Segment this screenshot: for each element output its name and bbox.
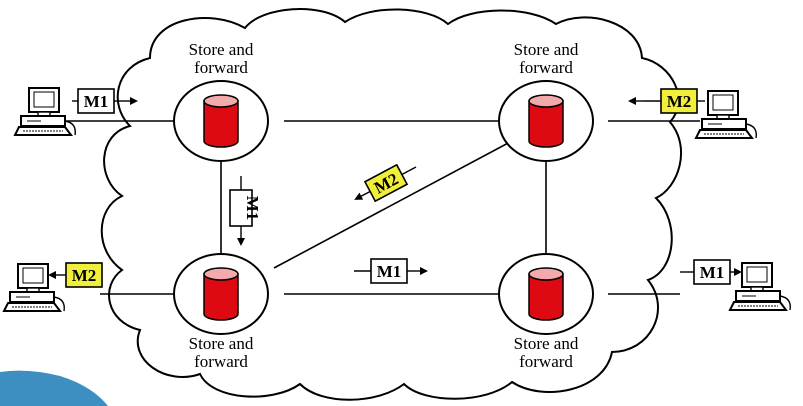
computer-bottom-left [2, 263, 65, 312]
arrow-right-icon [734, 268, 742, 276]
node-label-line1: Store and [514, 40, 579, 59]
corner-band [0, 370, 108, 406]
desktop-computer-icon [694, 90, 757, 139]
arrow-left-icon [354, 192, 364, 200]
svg-text:M2: M2 [667, 92, 692, 111]
message-m1-across: M1 [354, 258, 428, 284]
link-bottom-left-to-top-right [273, 141, 511, 269]
arrow-left-icon [628, 97, 636, 105]
storage-cylinder-icon [203, 94, 239, 148]
node-label-line2: forward [519, 352, 573, 371]
desktop-computer-icon [728, 262, 791, 311]
arrow-right-icon [420, 267, 428, 275]
svg-text:M1: M1 [243, 196, 262, 221]
message-m1-down: M1 [229, 176, 262, 246]
message-m1-exit: M1 [680, 259, 742, 285]
svg-text:M1: M1 [84, 92, 109, 111]
node-label-line1: Store and [189, 40, 254, 59]
message-m2-entry: M2 [628, 88, 705, 114]
desktop-computer-icon [13, 87, 76, 136]
storage-cylinder-icon [203, 267, 239, 321]
arrow-down-icon [237, 238, 245, 246]
message-m2-exit: M2 [48, 262, 103, 288]
computer-top-right [694, 90, 757, 139]
storage-cylinder-icon [528, 267, 564, 321]
storage-cylinder-icon [528, 94, 564, 148]
network-links [60, 120, 700, 295]
svg-text:M1: M1 [700, 263, 725, 282]
svg-text:M2: M2 [72, 266, 97, 285]
computer-top-left [13, 87, 76, 136]
arrow-left-icon [48, 271, 56, 279]
node-label-line2: forward [194, 352, 248, 371]
arrow-right-icon [130, 97, 138, 105]
node-bottom-left: Store and forward [173, 253, 269, 371]
node-label-line2: forward [519, 58, 573, 77]
computer-bottom-right [728, 262, 791, 311]
node-top-left: Store and forward [173, 40, 269, 162]
node-bottom-right: Store and forward [498, 253, 594, 371]
desktop-computer-icon [2, 263, 65, 312]
node-label-line1: Store and [189, 334, 254, 353]
svg-text:M1: M1 [377, 262, 402, 281]
message-m1-entry: M1 [72, 88, 138, 114]
node-label-line2: forward [194, 58, 248, 77]
node-top-right: Store and forward [498, 40, 594, 162]
node-label-line1: Store and [514, 334, 579, 353]
